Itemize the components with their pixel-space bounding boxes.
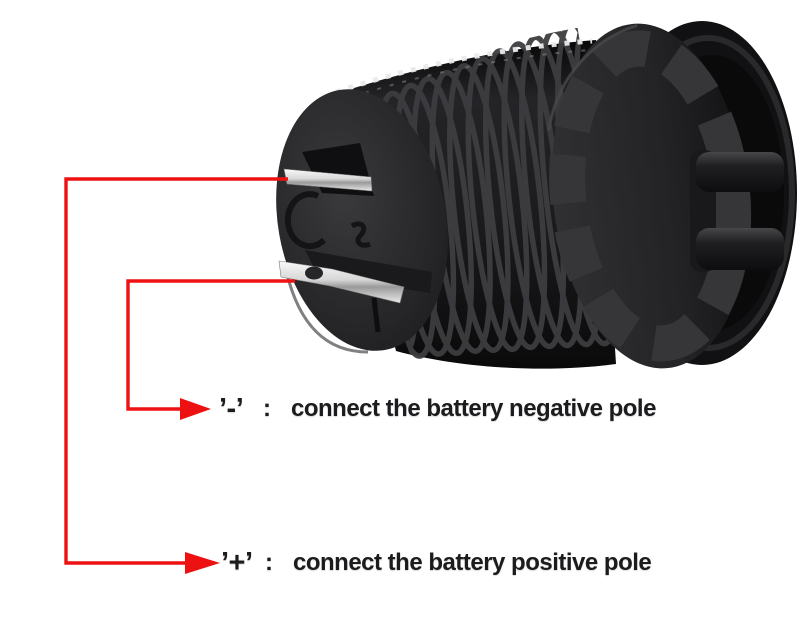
socket-photo: [276, 21, 797, 369]
positive-instruction-text: connect the battery positive pole: [293, 549, 652, 576]
molded-mark-c: [284, 191, 327, 250]
positive-separator: :: [265, 549, 273, 576]
wire-arrowheads: [180, 398, 220, 574]
negative-arrow-icon: [180, 398, 211, 420]
wire-callouts: [64, 177, 295, 565]
socket-clip: [690, 150, 784, 272]
positive-symbol: ’+’: [221, 546, 253, 579]
terminal-hole: [305, 266, 323, 280]
wire-positive: [64, 177, 288, 565]
molded-mark-s: [350, 221, 372, 248]
negative-separator: :: [263, 395, 271, 422]
molded-mark-line: [371, 297, 381, 333]
terminal-positive-pin: [283, 143, 374, 196]
wire-negative: [126, 279, 295, 411]
negative-pole-label: ’-’ : connect the battery negative pole: [219, 393, 656, 425]
positive-arrow-icon: [185, 552, 220, 574]
negative-instruction-text: connect the battery negative pole: [291, 395, 656, 422]
negative-symbol: ’-’: [219, 392, 244, 425]
terminal-negative-pin: [278, 250, 432, 304]
positive-pole-label: ’+’ : connect the battery positive pole: [221, 546, 652, 579]
